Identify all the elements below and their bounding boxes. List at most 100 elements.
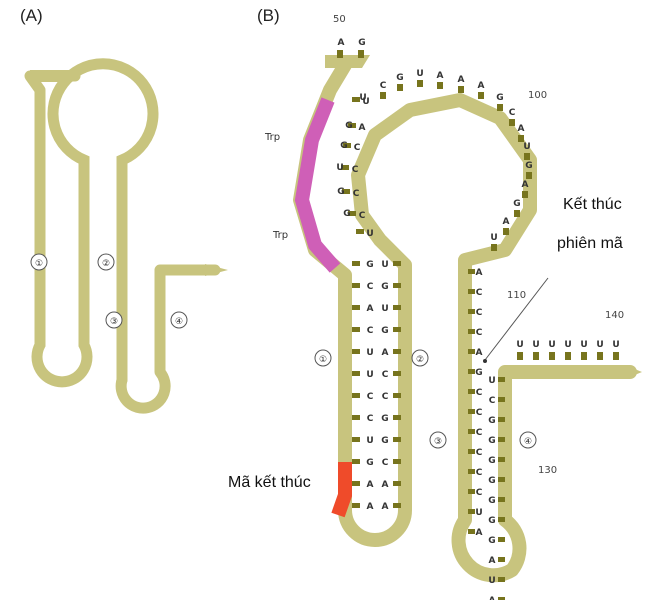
tick-stem3-left-4 [468,349,475,354]
tick-armright-4 [342,189,350,194]
tick-tail-2 [549,352,555,360]
panel-a-region-1: ① [30,253,48,271]
panel-a-region-2: ② [97,253,115,271]
nt-stem3-left-2: C [476,308,483,318]
nt-top-1: A [338,38,345,48]
nt-stem3-right-11: A [489,596,496,600]
tick-loop-3 [437,82,443,89]
nt-stem3-left-8: C [476,428,483,438]
nt-loop-0: C [380,81,387,91]
nt-leader-5: G [343,209,350,219]
nt-loop-5: A [478,81,485,91]
nt-stem3-left-1: C [476,288,483,298]
nt-tail-2: U [548,340,555,350]
nt-stem1-left-11: A [367,502,374,512]
nt-stem1-left-3: C [367,326,374,336]
nt-leader-0: U [359,93,366,103]
nt-stem3-left-7: C [476,408,483,418]
nt-stem1-right-11: A [382,502,389,512]
trp-label-1: Trp [264,132,280,143]
nt-tail-5: U [596,340,603,350]
nt-stem3-left-3: C [476,328,483,338]
nt-tail-0: U [516,340,523,350]
nt-loop-8: A [518,124,525,134]
tick-stem1-left-0 [352,261,360,266]
tick-stem3-right-7 [498,517,505,522]
tick-stem3-left-5 [468,369,475,374]
tick-loop-13 [503,228,509,235]
nt-stem1-right-9: C [382,458,389,468]
tick-stem3-left-9 [468,449,475,454]
nt-stem3-left-4: A [476,348,483,358]
tick-stem3-left-0 [468,269,475,274]
nt-stem1-right-3: G [381,326,388,336]
tick-stem1-right-3 [393,327,401,332]
panel-a-region-3: ③ [105,311,123,329]
nt-loop-13: A [503,217,510,227]
svg-text:①: ① [319,355,327,365]
panel-a-big-loop [47,58,159,386]
tick-stem1-left-3 [352,327,360,332]
nt-loop-11: A [522,180,529,190]
nt-leader-4: G [337,187,344,197]
nt-stem1-right-6: C [382,392,389,402]
panel-b-backbone [293,58,637,583]
tick-loop-12 [514,210,520,217]
nt-stem1-left-9: G [366,458,373,468]
nt-stem1-right-4: A [382,348,389,358]
nt-stem1-left-10: A [367,480,374,490]
tick-armright-2 [343,143,351,148]
tick-stem1-right-11 [393,503,401,508]
nt-loop-3: A [437,71,444,81]
tick-stem3-right-5 [498,477,505,482]
nt-stem1-right-5: C [382,370,389,380]
tick-stem3-left-12 [468,509,475,514]
nt-stem3-right-6: G [488,496,495,506]
svg-text:④: ④ [524,437,532,447]
position-130: 130 [538,465,557,476]
nt-armright-5: C [359,211,366,221]
nt-stem3-right-3: G [488,436,495,446]
trp-highlight-band [294,97,341,273]
tick-loop-0 [380,92,386,99]
nt-stem1-left-5: U [366,370,373,380]
nt-stem3-right-4: G [488,456,495,466]
stop-codon-band [331,462,352,518]
svg-text:③: ③ [110,317,118,327]
tick-loop-8 [518,135,524,142]
tick-loop-4 [458,86,464,93]
nt-armright-1: A [359,123,366,133]
tick-stem3-right-11 [498,597,505,600]
nt-stem3-right-8: G [488,536,495,546]
tick-tail-6 [613,352,619,360]
panel-a-region-4: ④ [170,311,188,329]
tick-stem1-left-10 [352,481,360,486]
tick-tail-3 [565,352,571,360]
tick-stem3-left-13 [468,529,475,534]
nt-stem3-right-1: C [489,396,496,406]
termination-point [483,359,487,363]
nt-stem1-right-2: U [381,304,388,314]
panel-label-a: (A) [20,6,43,25]
position-50: 50 [333,14,346,25]
nt-stem3-left-12: U [475,508,482,518]
tick-stem3-left-10 [468,469,475,474]
tick-loop-14 [491,244,497,251]
tick-stem1-right-9 [393,459,401,464]
nt-stem1-left-2: A [367,304,374,314]
tick-loop-5 [478,92,484,99]
nt-leader-1: G [345,121,352,131]
nt-stem1-left-6: C [367,392,374,402]
tick-stem3-right-10 [498,577,505,582]
nt-armright-4: C [353,189,360,199]
nt-stem1-left-7: C [367,414,374,424]
svg-text:①: ① [35,259,43,269]
tick-stem1-left-7 [352,415,360,420]
panel-b-region-2: ② [411,349,429,367]
base-ticks [337,50,619,600]
nt-loop-9: U [523,142,530,152]
panel-a-hairpin-1 [31,184,93,388]
tick-loop-9 [524,153,530,160]
tick-stem3-left-2 [468,309,475,314]
